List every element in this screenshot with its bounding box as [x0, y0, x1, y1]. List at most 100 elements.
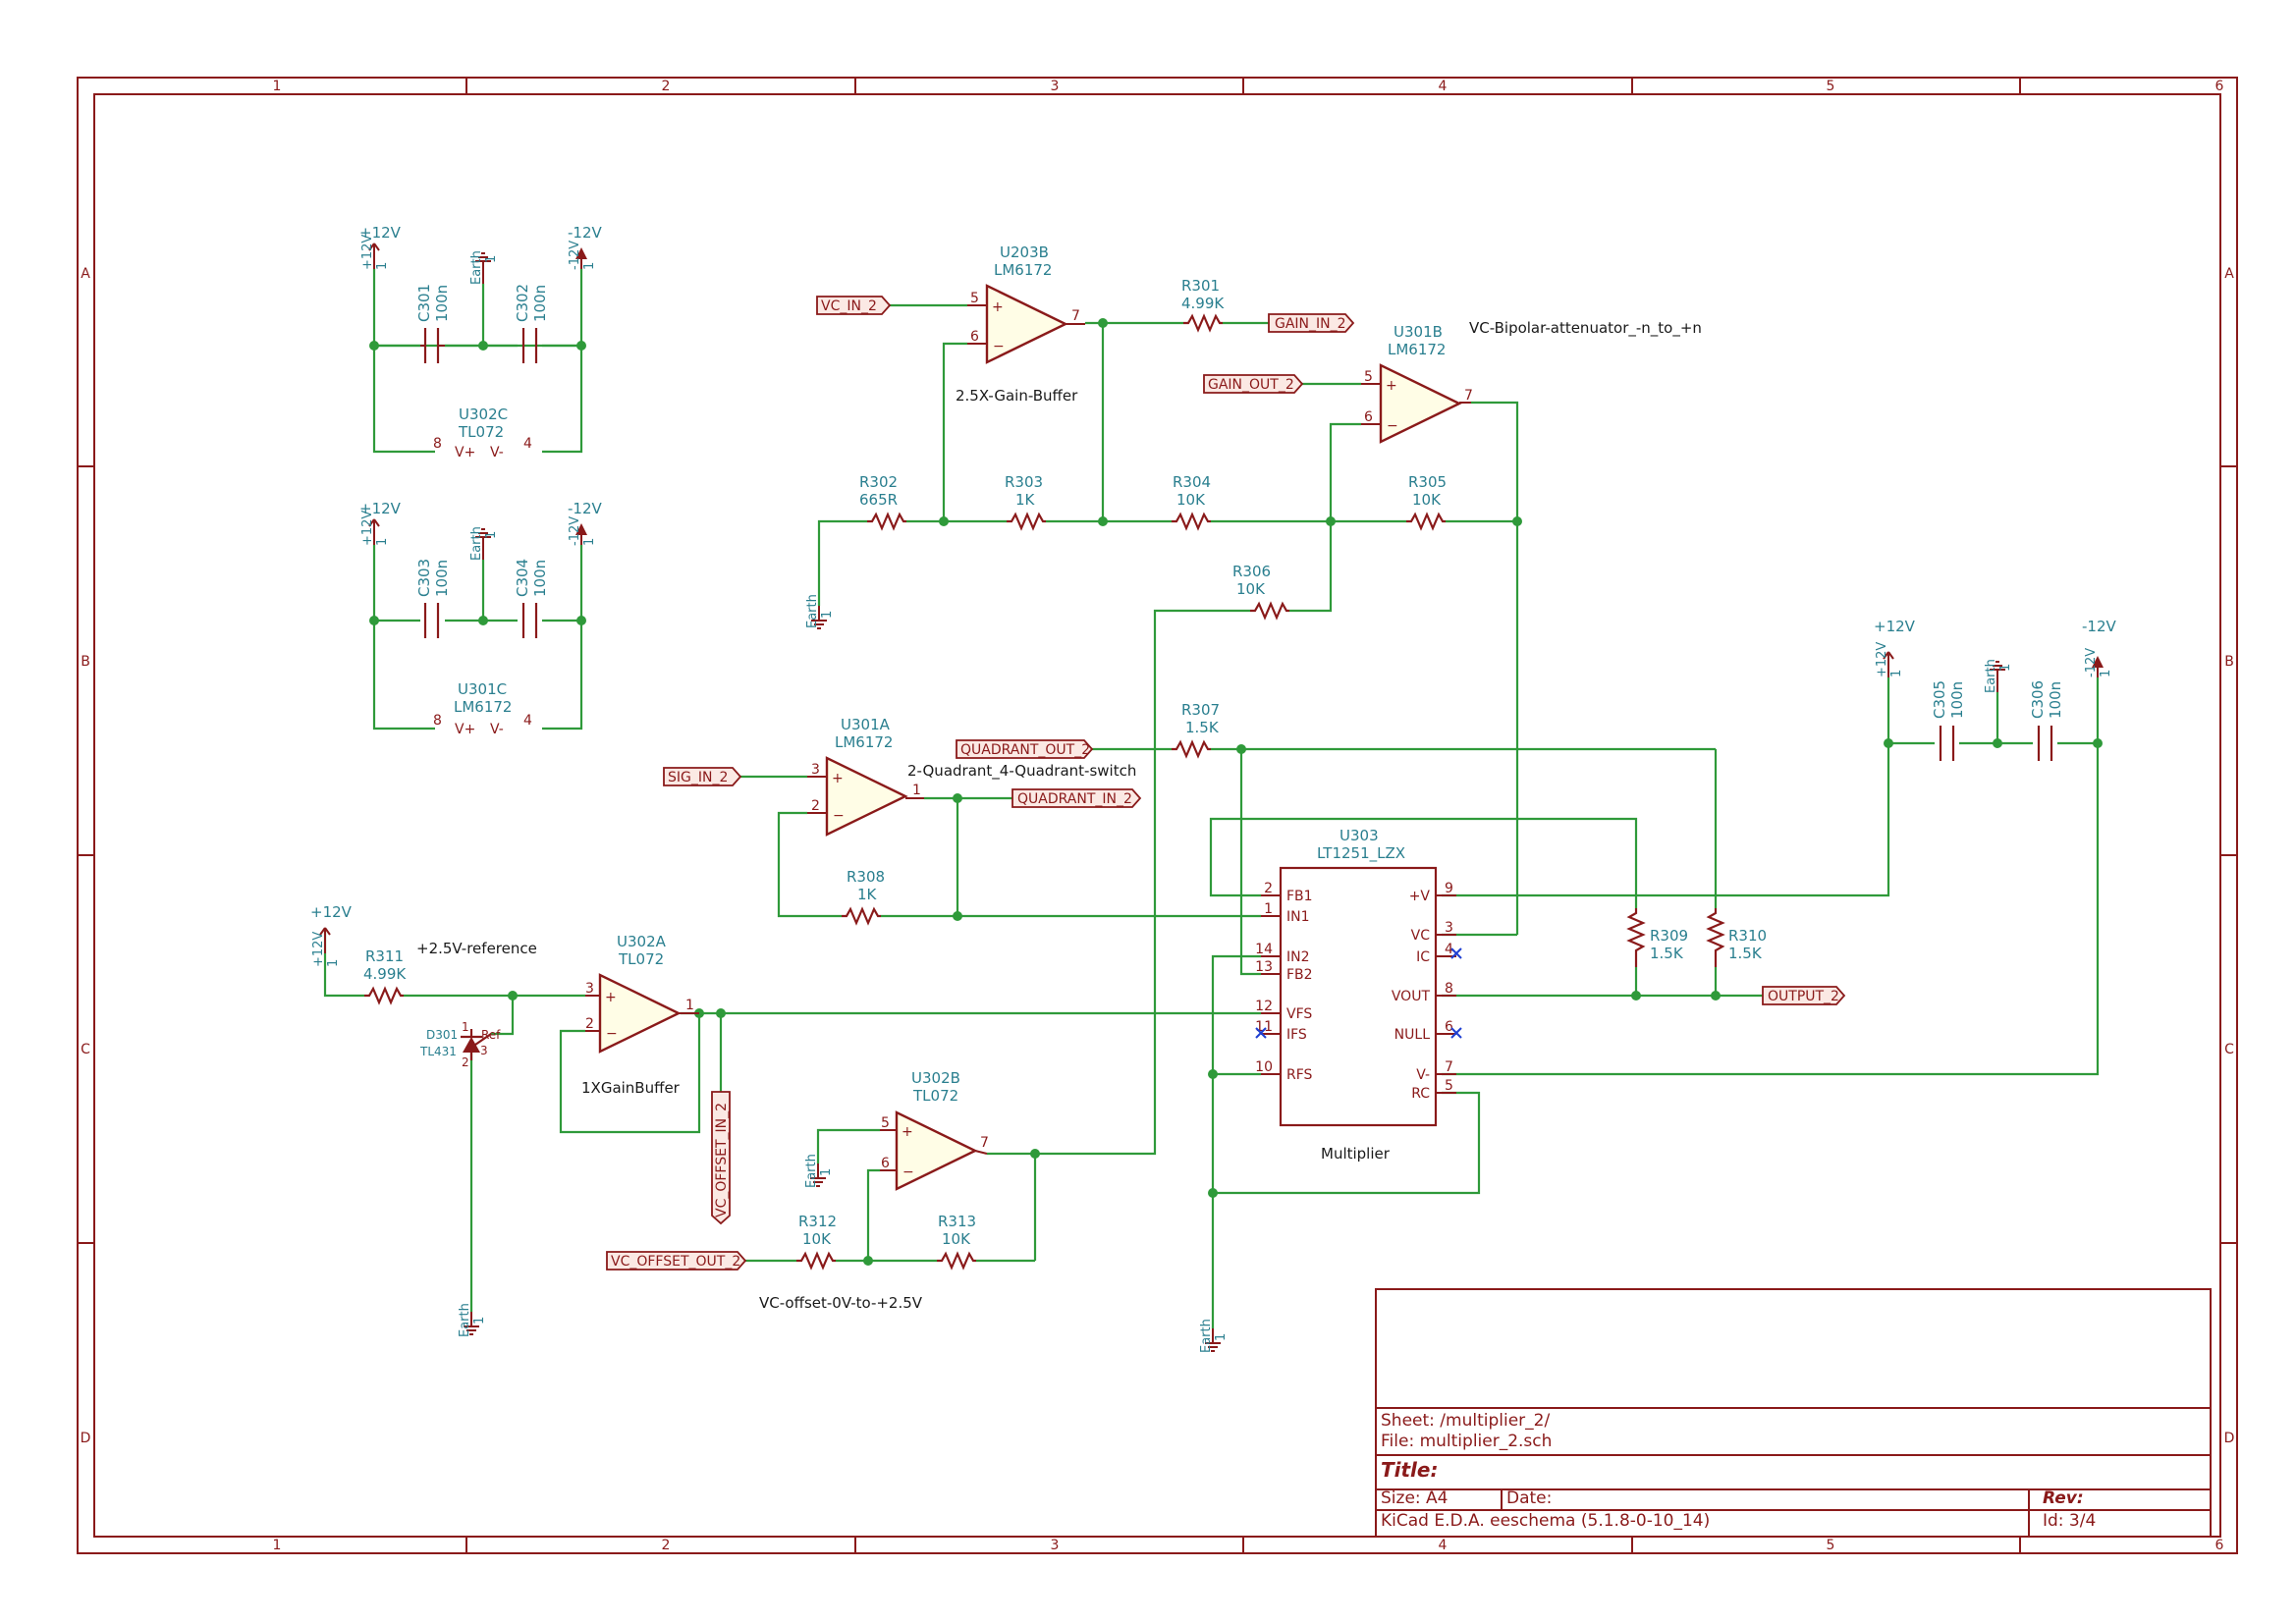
- capacitor-c301: C301 100n: [415, 284, 451, 363]
- u302c-vp-name: V+: [455, 445, 475, 460]
- svg-text:+: +: [832, 771, 844, 786]
- u303-pin-number: 1: [1264, 901, 1273, 917]
- power-vertical-label: +12V: [360, 511, 375, 546]
- u302a-ref: U302A: [617, 933, 667, 950]
- label-sig-in-2: SIG_IN_2: [663, 767, 742, 786]
- label-gain-in-2: GAIN_IN_2: [1268, 313, 1355, 333]
- svg-text:−: −: [833, 808, 845, 824]
- u303-pin-name: VC: [1411, 928, 1431, 944]
- u303-pin-number: 6: [1445, 1019, 1453, 1035]
- col-label-1-bottom: 1: [273, 1538, 282, 1553]
- note-gain-buffer: 2.5X-Gain-Buffer: [956, 387, 1078, 405]
- capacitor-c301-ref: C301: [415, 284, 433, 322]
- row-label-c-left: C: [81, 1042, 90, 1057]
- power-p12-reference: +12V +12V 1: [310, 903, 353, 967]
- label-quadrant-in-2-text: QUADRANT_IN_2: [1017, 791, 1132, 807]
- title-block-sheet: Sheet: /multiplier_2/: [1381, 1411, 1550, 1431]
- power-vertical-label: -12V: [2084, 648, 2099, 677]
- d301-pin-ref: Ref: [481, 1028, 501, 1042]
- svg-text:−: −: [902, 1164, 914, 1180]
- power-pin-number: 1: [582, 262, 597, 270]
- u301c-pin-vp: 8: [433, 713, 442, 729]
- resistor-r310-value: 1.5K: [1728, 945, 1763, 962]
- title-block-size: Size: A4: [1381, 1488, 1448, 1508]
- svg-text:+: +: [1386, 378, 1397, 394]
- u303-desc: Multiplier: [1321, 1145, 1391, 1163]
- svg-text:−: −: [1387, 418, 1398, 434]
- power-p12-block2: +12V +12V 1: [359, 500, 402, 546]
- resistor-r311: R311 4.99K: [363, 947, 407, 1005]
- u302b-value: TL072: [912, 1087, 958, 1105]
- u302b-ref: U302B: [911, 1069, 960, 1087]
- resistor-r306-ref: R306: [1232, 563, 1271, 580]
- title-block: Sheet: /multiplier_2/ File: multiplier_2…: [1375, 1288, 2212, 1538]
- resistor-r307: R307 1.5K: [1172, 701, 1220, 759]
- capacitor-c305: C305 100n: [1931, 680, 1966, 761]
- row-label-c-right: C: [2224, 1042, 2234, 1057]
- power-vertical-label: -12V: [568, 516, 582, 546]
- power-label: +12V: [359, 500, 402, 517]
- u302c-ref: U302C: [459, 406, 508, 423]
- u302a-pin-n: 2: [585, 1016, 594, 1032]
- label-vc-offset-in-2-text: VC_OFFSET_IN_2: [714, 1103, 730, 1217]
- power-pin-number: 1: [375, 262, 390, 270]
- opamp-u302b: +− 5 6 7 U302B TL072: [880, 1069, 989, 1191]
- resistor-r304-value: 10K: [1176, 491, 1206, 509]
- svg-text:+: +: [992, 299, 1004, 315]
- col-label-6-top: 6: [2215, 79, 2224, 94]
- power-symbols: +12V +12V 1 +12V +12V 1 +12V +12V 1 +12V…: [310, 224, 2116, 1353]
- capacitor-c304-ref: C304: [514, 559, 531, 597]
- u301a-value: LM6172: [835, 733, 893, 751]
- opamps: +− 5 6 7 U203B LM6172 +− 5 6 7 U301B LM6…: [585, 243, 1473, 1191]
- earth-pin-number: 1: [1214, 1333, 1229, 1341]
- no-connect-ic: [1450, 947, 1462, 959]
- capacitor-c304: C304 100n: [514, 559, 549, 638]
- label-output-2: OUTPUT_2: [1762, 986, 1846, 1005]
- title-block-id: Id: 3/4: [2043, 1511, 2096, 1531]
- capacitor-c302-ref: C302: [514, 284, 531, 322]
- power-pin-number: 1: [582, 538, 597, 546]
- u303-pin-number: 14: [1255, 942, 1273, 957]
- col-label-6-bottom: 6: [2215, 1538, 2224, 1553]
- resistor-r307-value: 1.5K: [1185, 719, 1220, 736]
- title-block-title: Title:: [1381, 1458, 1438, 1482]
- u301c-value: LM6172: [454, 698, 512, 716]
- resistor-r310-ref: R310: [1728, 927, 1767, 945]
- resistor-r303-value: 1K: [1015, 491, 1036, 509]
- resistor-r302: R302 665R: [859, 473, 906, 531]
- resistor-r302-value: 665R: [859, 491, 898, 509]
- label-vc-offset-out-2-text: VC_OFFSET_OUT_2: [611, 1254, 740, 1270]
- power-label: +12V: [359, 224, 402, 242]
- u301b-value: LM6172: [1388, 341, 1446, 358]
- capacitor-c304-value: 100n: [531, 560, 549, 597]
- d301-pin-k: 1: [462, 1020, 469, 1034]
- u303-pin-number: 12: [1255, 999, 1273, 1014]
- u203b-ref: U203B: [1000, 243, 1049, 261]
- resistor-r308-ref: R308: [847, 868, 885, 886]
- u303-pin-number: 2: [1264, 881, 1273, 896]
- capacitor-c306: C306 100n: [2029, 680, 2064, 761]
- u303-pin-name: IN1: [1286, 909, 1310, 925]
- u303-pin-name: +V: [1409, 889, 1431, 904]
- label-vc-in-2: VC_IN_2: [816, 296, 892, 315]
- sheet-frame: 1 2 3 4 5 6 1 2 3 4 5 6 A B C D A B C D: [77, 77, 2238, 1554]
- u203b-pin-p: 5: [970, 291, 979, 306]
- u301c-vm-name: V-: [490, 722, 504, 737]
- u303-pin-number: 4: [1445, 942, 1453, 957]
- resistor-r312-ref: R312: [798, 1213, 837, 1230]
- col-label-2-bottom: 2: [662, 1538, 671, 1553]
- label-gain-out-2-text: GAIN_OUT_2: [1208, 377, 1294, 393]
- capacitors: C301 100n C302 100n C303 100n C304 100n …: [415, 284, 2064, 761]
- u301b-ref: U301B: [1394, 323, 1443, 341]
- resistor-r303: R303 1K: [1005, 473, 1046, 531]
- resistor-r305: R305 10K: [1406, 473, 1447, 531]
- u303-value: LT1251_LZX: [1317, 844, 1405, 863]
- earth-label: Earth: [1984, 659, 1998, 693]
- resistor-r302-ref: R302: [859, 473, 898, 491]
- resistor-r312: R312 10K: [796, 1213, 837, 1271]
- u303-pin-number: 11: [1255, 1019, 1273, 1035]
- note-vc-offset: VC-offset-0V-to-+2.5V: [759, 1294, 923, 1312]
- label-quadrant-out-2: QUADRANT_OUT_2: [956, 739, 1094, 759]
- u303-pin-number: 13: [1255, 959, 1273, 975]
